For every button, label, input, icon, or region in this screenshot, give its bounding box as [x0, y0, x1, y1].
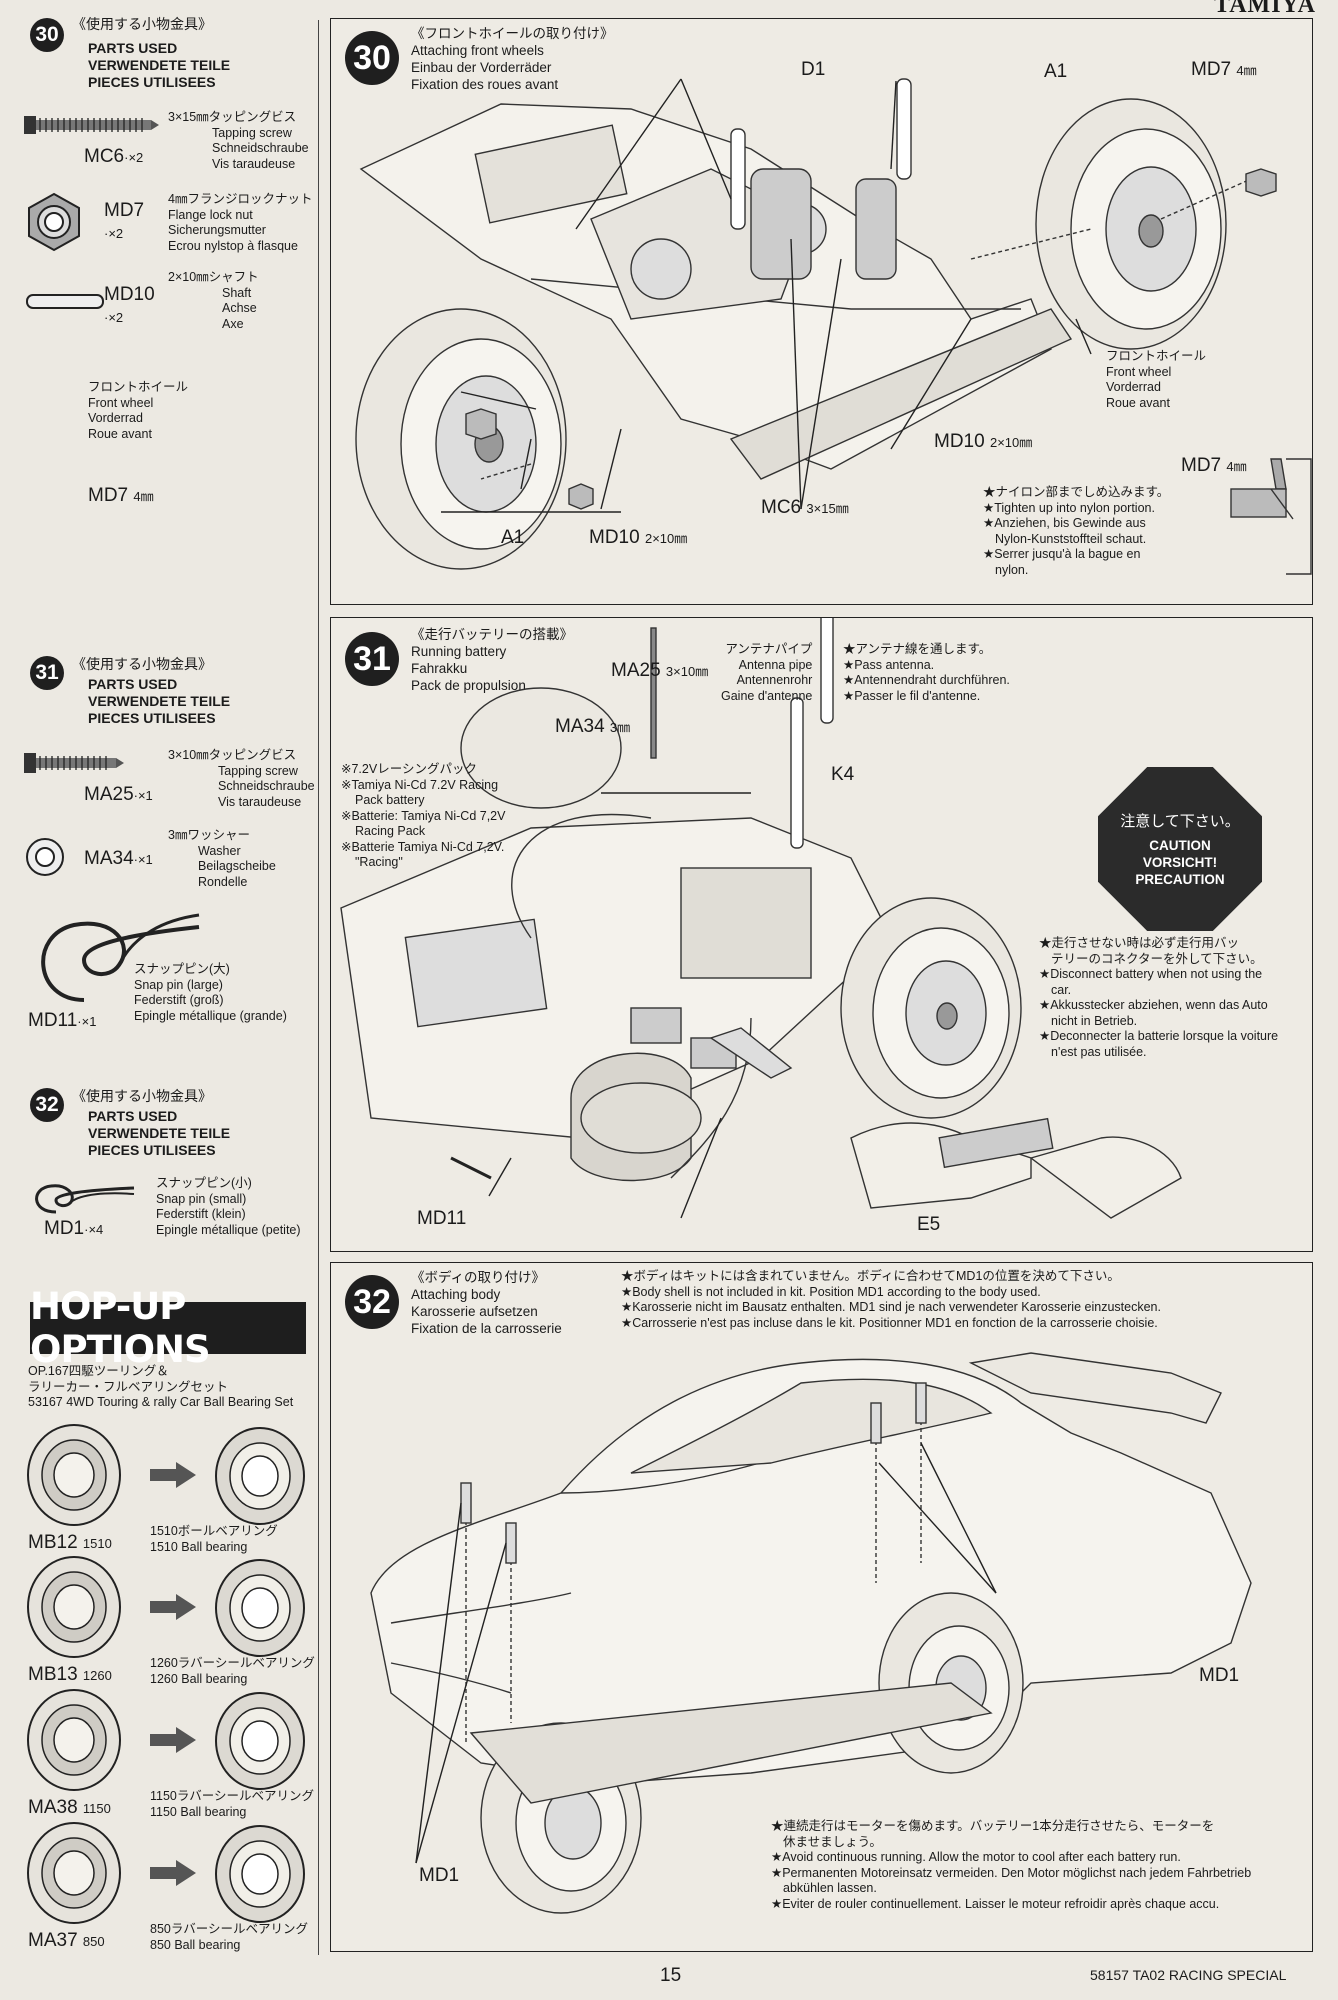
arrow-right-icon [150, 1462, 196, 1493]
step-30-panel: 30 《フロントホイールの取り付け》Attaching front wheels… [330, 18, 1313, 605]
part-md10-code: MD10·×2 [104, 284, 155, 325]
part-md11-code: MD11·×1 [28, 1010, 97, 1031]
part-mc6-code: MC6·×2 [84, 146, 144, 167]
flange-nut-icon [24, 192, 84, 252]
body-shell-note: ★ボディはキットには含まれていません。ボディに合わせてMD1の位置を決めて下さい… [621, 1269, 1161, 1330]
bearing-icon [212, 1424, 308, 1533]
label-a1-bottom: A1 [501, 527, 525, 548]
disconnect-note: ★走行させない時は必ず走行用バッ テリーのコネクターを外して下さい。 ★Disc… [1039, 936, 1279, 1059]
tapping-screw-icon [24, 112, 159, 138]
bearing-code: MA38 1150 [28, 1797, 111, 1818]
page-number: 15 [660, 1965, 682, 1986]
step-badge-31: 31 [30, 656, 64, 690]
antenna-note: ★アンテナ線を通します。★Pass antenna.★Antennendraht… [843, 642, 1010, 703]
hop-up-options-title: HOP-UP OPTIONS [30, 1285, 306, 1371]
brand-logo: TAMIYA [1213, 0, 1316, 18]
label-md11: MD11 [417, 1208, 467, 1229]
label-ma34: MA34 3㎜ [555, 716, 631, 737]
step-badge-32-main: 32 [345, 1275, 399, 1329]
part-md1-desc: スナップピン(小)Snap pin (small)Federstift (kle… [156, 1176, 301, 1237]
bearing-code: MB13 1260 [28, 1664, 112, 1685]
part-ma25-code: MA25·×1 [84, 784, 153, 805]
part-ma34-desc: 3㎜ワッシャー Washer Beilagscheibe Rondelle [168, 828, 276, 889]
washer-icon [24, 836, 66, 878]
label-e5: E5 [917, 1214, 941, 1235]
label-md7-top: MD7 4㎜ [1191, 59, 1257, 80]
continuous-running-note: ★連続走行はモーターを傷めます。バッテリー1本分走行させたら、モーターを 休ませ… [771, 1819, 1252, 1911]
parts-used-jp: 《使用する小物金具》 [72, 656, 212, 672]
bearing-icon [212, 1689, 308, 1798]
label-a1-top: A1 [1044, 61, 1068, 82]
label-md1-right: MD1 [1199, 1665, 1240, 1686]
label-d1: D1 [801, 59, 826, 80]
part-md1-code: MD1·×4 [44, 1218, 104, 1239]
label-k4: K4 [831, 764, 855, 785]
bearing-code: MA37 850 [28, 1930, 105, 1951]
label-md1-left: MD1 [419, 1865, 460, 1886]
step-badge-30-main: 30 [345, 31, 399, 85]
step-badge-32: 32 [30, 1088, 64, 1122]
part-mc6-desc: 3×15㎜タッピングビス Tapping screw Schneidschrau… [168, 110, 309, 171]
shaft-icon [26, 292, 106, 312]
label-md7-left: MD7 4㎜ [88, 485, 154, 506]
bearing-icon [212, 1556, 308, 1665]
bearing-icon [24, 1420, 124, 1535]
nylon-note: ★ナイロン部までしめ込みます。★Tighten up into nylon po… [983, 485, 1170, 577]
front-wheel-assembly-drawing [355, 78, 1312, 575]
arrow-right-icon [150, 1594, 196, 1625]
body-attachment-drawing [370, 1352, 1252, 1914]
label-mc6: MC6 3×15㎜ [761, 497, 849, 518]
footer-model: 58157 TA02 RACING SPECIAL [1090, 1967, 1287, 1983]
step-badge-30: 30 [30, 18, 64, 52]
part-ma34-code: MA34·×1 [84, 848, 153, 869]
bearing-icon [24, 1818, 124, 1933]
bearing-icon [212, 1822, 308, 1931]
battery-installation-drawing [340, 618, 1182, 1219]
snap-pin-large-icon [24, 905, 204, 1015]
arrow-right-icon [150, 1860, 196, 1891]
parts-used-jp: 《使用する小物金具》 [72, 1088, 212, 1104]
column-divider [318, 20, 319, 1955]
tapping-screw-icon [24, 750, 124, 776]
part-md7-code: MD7·×2 [104, 200, 145, 241]
part-ma25-desc: 3×10㎜タッピングビス Tapping screw Schneidschrau… [168, 748, 315, 809]
arrow-right-icon [150, 1727, 196, 1758]
bearing-code: MB12 1510 [28, 1532, 112, 1553]
step-badge-31-main: 31 [345, 632, 399, 686]
bearing-icon [24, 1552, 124, 1667]
snap-pin-small-icon [26, 1180, 136, 1216]
part-md11-desc: スナップピン(大)Snap pin (large)Federstift (gro… [134, 962, 287, 1023]
battery-pack-note: ※7.2Vレーシングパック※Tamiya Ni-Cd 7.2V Racing P… [341, 762, 506, 869]
label-md10-right: MD10 2×10㎜ [934, 431, 1033, 452]
label-md10-bottom: MD10 2×10㎜ [589, 527, 688, 548]
part-md10-desc: 2×10㎜シャフト Shaft Achse Axe [168, 270, 259, 331]
caution-sign: 注意して下さい。 CAUTION VORSICHT! PRECAUTION [1098, 767, 1262, 931]
parts-used-jp: 《使用する小物金具》 [72, 16, 212, 32]
hop-up-op-text: OP.167四駆ツーリング＆ ラリーカー・フルベアリングセット 53167 4W… [28, 1364, 294, 1409]
label-md7-inset: MD7 4㎜ [1181, 455, 1247, 476]
bearing-icon [24, 1685, 124, 1800]
label-ma25: MA25 3×10㎜ [611, 660, 709, 681]
